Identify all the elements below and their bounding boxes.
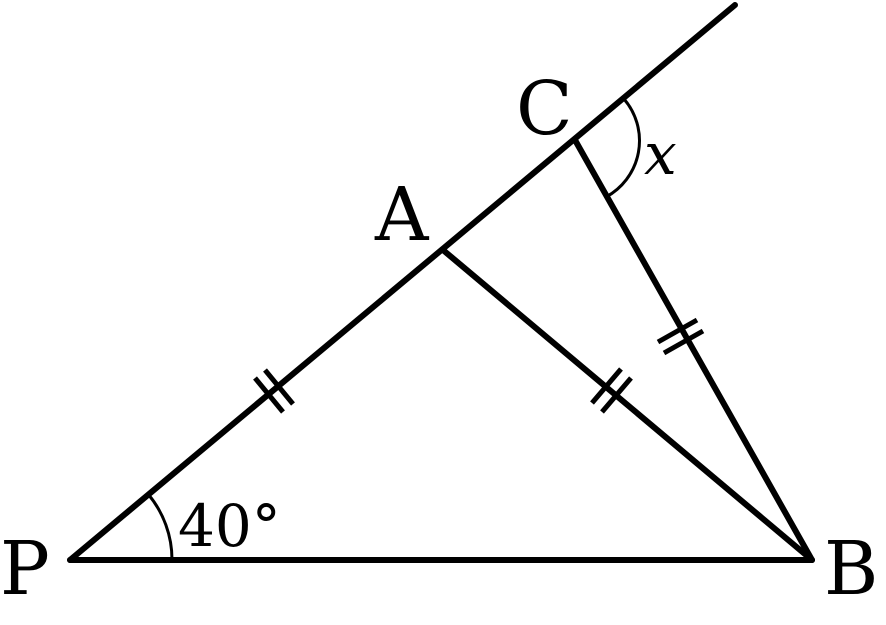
tick-marks-pa [253,368,295,414]
angle-label-x: x [644,120,677,188]
angle-arc-x [605,98,641,199]
point-label-a: A [374,172,430,258]
tick-marks-ab [590,367,633,414]
angle-arc-p [146,493,174,561]
point-label-c: C [516,66,573,152]
segment-ab [440,247,815,563]
point-label-b: B [824,526,878,612]
tick-marks-cb [656,317,705,356]
line-pc-extended [67,2,738,563]
point-label-p: P [0,526,50,612]
angle-label-p: 40° [178,492,281,560]
segment-cb [572,137,815,563]
